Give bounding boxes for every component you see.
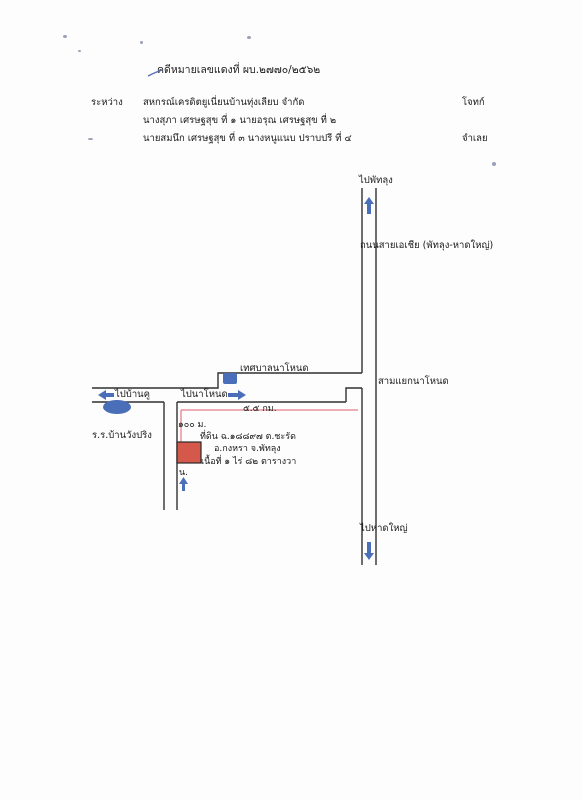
- land-info-line-3: เนื้อที่ ๑ ไร่ ๘๒ ตารางวา: [201, 457, 297, 467]
- label-school: ร.ร.บ้านวังปริง: [92, 430, 152, 441]
- road-top-edge: [92, 372, 362, 389]
- defendants-line-2: นายสมนึก เศรษฐสุข ที่ ๓ นางหนูแนบ ปราบปร…: [143, 133, 352, 144]
- label-asia-highway: ถนนสายเอเชีย (พัทลุง-หาดใหญ่): [360, 240, 494, 251]
- label-municipality: เทศบาลนาโหนด: [240, 363, 309, 374]
- label-to-hat-yai: ไปหาดใหญ่: [360, 523, 408, 534]
- scan-speck: [63, 35, 67, 38]
- land-plot: [176, 441, 202, 464]
- scan-speck: [140, 41, 143, 44]
- label-to-phatthalung: ไปพัทลุง: [359, 175, 393, 186]
- land-info-line-2: อ.กงหรา จ.พัทลุง: [214, 444, 281, 454]
- case-number: คดีหมายเลขแดงที่ ผบ.๒๗๗๐/๒๕๖๒: [157, 64, 321, 76]
- label-distance-m: ๑๐๐ ม.: [178, 420, 207, 430]
- label-junction: สามแยกนาโหนด: [378, 376, 449, 387]
- school-marker: [103, 400, 131, 414]
- direction-arrows: [98, 197, 374, 560]
- arrow-left-bankhu-icon: [98, 390, 114, 400]
- between-label: ระหว่าง: [91, 97, 123, 108]
- defendant-role: จำเลย: [462, 133, 488, 144]
- scan-speck: [492, 162, 496, 166]
- defendants-line-1: นางสุภา เศรษฐสุข ที่ ๑ นายอรุณ เศรษฐสุข …: [143, 115, 337, 126]
- arrow-up-phatthalung-icon: [364, 197, 374, 214]
- road-junction: [345, 387, 362, 402]
- label-distance-km: ๕.๕ กม.: [243, 404, 277, 414]
- plaintiff-role: โจทก์: [462, 97, 485, 108]
- scan-speck: [88, 138, 93, 140]
- municipality-marker: [223, 373, 237, 384]
- arrow-right-namon-icon: [228, 390, 246, 400]
- arrow-down-hatyai-icon: [364, 542, 374, 560]
- scan-speck: [78, 50, 81, 52]
- label-to-na-mon: ไปนาโหนด: [181, 389, 228, 400]
- scan-speck: [247, 36, 251, 39]
- label-to-ban-khu: ไปบ้านคู: [115, 389, 151, 400]
- plaintiff-name: สหกรณ์เครดิตยูเนี่ยนบ้านทุ่งเลียบ จำกัด: [143, 97, 305, 108]
- north-arrow-icon: [179, 477, 188, 491]
- roads: [92, 188, 377, 565]
- land-info-line-1: ที่ดิน ฉ.๑๘๘๙๗ ต.ชะรัด: [200, 432, 296, 442]
- label-north: น.: [179, 468, 189, 478]
